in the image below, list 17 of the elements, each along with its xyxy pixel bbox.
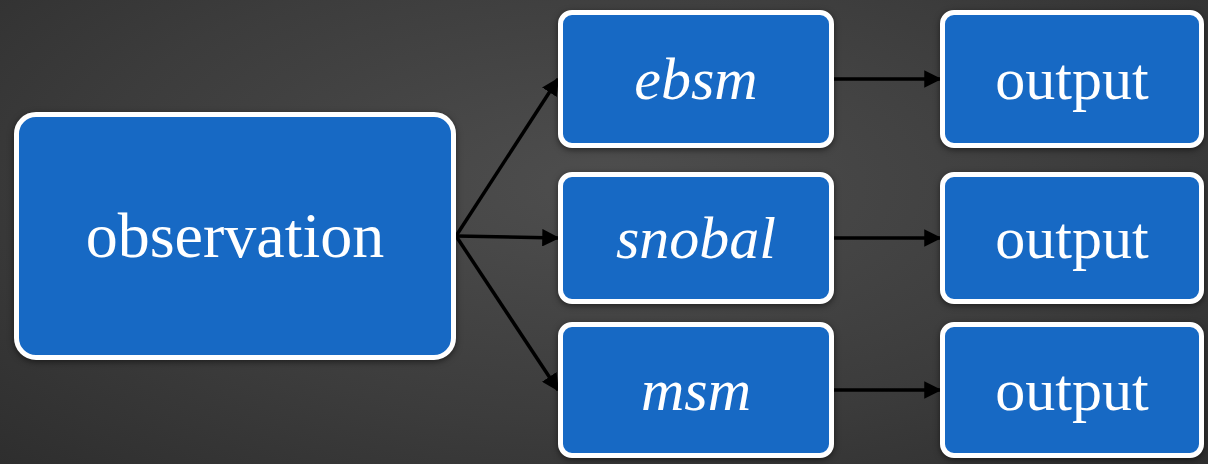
arrow xyxy=(834,381,942,399)
process-box xyxy=(558,172,834,304)
process-box xyxy=(558,10,834,148)
arrow xyxy=(834,70,942,88)
box-label: observation xyxy=(85,204,385,268)
arrow xyxy=(455,228,560,247)
process-box xyxy=(940,172,1204,304)
arrow xyxy=(834,229,942,247)
process-box xyxy=(940,322,1204,458)
process-box xyxy=(14,112,456,360)
box-label: msm xyxy=(641,360,751,420)
process-box xyxy=(558,322,834,458)
box-label: snobal xyxy=(616,208,776,268)
arrow xyxy=(454,77,560,237)
process-box xyxy=(940,10,1204,148)
box-label: ebsm xyxy=(634,49,758,109)
arrow xyxy=(454,235,560,392)
